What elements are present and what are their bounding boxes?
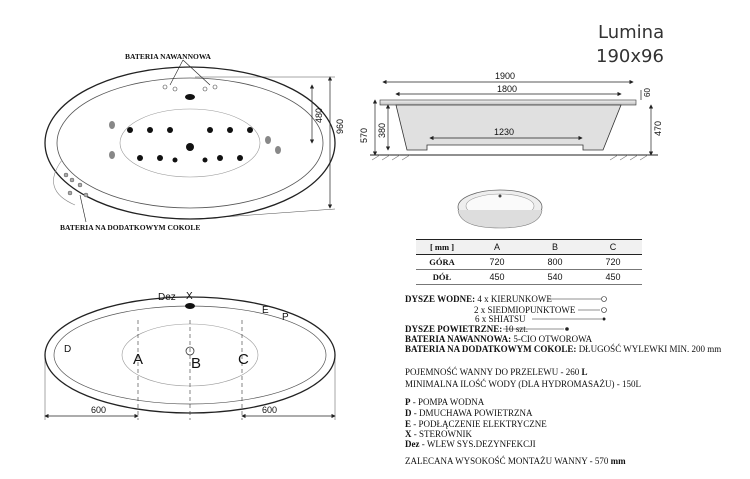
table-cell: 800 [526, 254, 584, 270]
spec-key: DYSZE POWIETRZNE: [405, 324, 503, 334]
top-view-dimensions [194, 76, 336, 220]
table-row-label: GÓRA [416, 254, 468, 270]
legend-key: E [405, 419, 412, 429]
legend-dez: Dez - WLEW SYS.DEZYNFEKCJI [405, 440, 536, 449]
bottom-view-dimensions [44, 355, 336, 420]
legend-key: P [405, 397, 411, 407]
plinth-faucet [63, 172, 89, 198]
table-header-cell: [ mm ] [416, 239, 468, 255]
table-cell: 540 [526, 269, 584, 285]
label-d: D [64, 344, 72, 355]
top-view-bath [44, 59, 336, 223]
table-cell: 450 [468, 269, 526, 285]
dim-width-inner: 480 [314, 107, 324, 123]
spec-faucet: BATERIA NAWANNOWA: 5-CIO OTWOROWA [405, 335, 592, 344]
legend-e: E - PODŁĄCZENIE ELEKTRYCZNE [405, 420, 547, 429]
drain-bottom [185, 303, 195, 309]
legend-d: D - DMUCHAWA POWIETRZNA [405, 409, 533, 418]
dim-height-right: 470 [653, 120, 663, 136]
spec-value: 5-CIO OTWOROWA [513, 334, 593, 344]
spec-mount-height: ZALECANA WYSOKOŚĆ MONTAŻU WANNY - 570 mm [405, 457, 626, 466]
air-nozzles [127, 127, 253, 163]
table-row: DÓŁ 450 540 450 [416, 269, 642, 285]
dim-rim-height: 60 [643, 88, 652, 97]
label-dez: Dez [158, 292, 176, 303]
spec-mount-text: ZALECANA WYSOKOŚĆ MONTAŻU WANNY - 570 [405, 456, 609, 466]
floor-hatching [371, 154, 649, 161]
spec-capacity: POJEMNOŚĆ WANNY DO PRZELEWU - 260 L [405, 368, 588, 377]
spec-value: 10 szt. [504, 324, 529, 334]
table-header-cell: A [468, 239, 526, 255]
label-p: P [282, 312, 289, 323]
table-cell: 450 [584, 269, 642, 285]
table-row: GÓRA 720 800 720 [416, 254, 642, 270]
spec-capacity-unit: L [581, 367, 588, 377]
bottom-view-bath [44, 296, 336, 420]
legend-x: X - STEROWNIK [405, 430, 472, 439]
spec-value: DŁUGOŚĆ WYLEWKI MIN. 200 mm [578, 344, 722, 354]
dim-offset-left: 600 [91, 405, 107, 415]
label-b: B [191, 355, 202, 372]
dim-offset-right: 600 [262, 405, 278, 415]
legend-key: X [405, 429, 412, 439]
spec-mount-unit: mm [610, 456, 626, 466]
spec-min-water: MINIMALNA ILOŚĆ WODY (DLA HYDROMASAŻU) -… [405, 379, 641, 389]
dim-bottom-length: 1230 [494, 127, 515, 137]
table-header-cell: C [584, 239, 642, 255]
spec-key: DYSZE WODNE: [405, 294, 476, 304]
spec-air-nozzles: DYSZE POWIETRZNE: 10 szt. [405, 325, 528, 334]
label-c: C [238, 351, 249, 368]
legend-value: - DMUCHAWA POWIETRZNA [413, 408, 533, 418]
plinth-faucet-label: BATERIA NA DODATKOWYM COKOLE [60, 223, 201, 232]
legend-key: D [405, 408, 412, 418]
legend-value: - STEROWNIK [413, 429, 472, 439]
legend-p: P - POMPA WODNA [405, 398, 484, 407]
spec-plinth-faucet: BATERIA NA DODATKOWYM COKOLE: DŁUGOŚĆ WY… [405, 345, 721, 354]
dim-height-total: 570 [359, 127, 369, 143]
label-x: X [186, 291, 193, 302]
spec-value: 4 x KIERUNKOWE [477, 294, 552, 304]
spec-leader-lines [503, 296, 607, 331]
table-cell: 720 [584, 254, 642, 270]
spec-key: BATERIA NA DODATKOWYM COKOLE: [405, 344, 577, 354]
label-a: A [133, 351, 144, 368]
spec-capacity-text: POJEMNOŚĆ WANNY DO PRZELEWU - 260 [405, 367, 580, 377]
legend-value: - WLEW SYS.DEZYNFEKCJI [421, 439, 536, 449]
drain-top [185, 94, 195, 100]
legend-key: Dez [405, 439, 420, 449]
faucet-holes [162, 84, 218, 92]
side-view-dimensions [372, 79, 654, 156]
spec-key: BATERIA NAWANNOWA: [405, 334, 512, 344]
faucet-label: BATERIA NAWANNOWA [125, 52, 211, 61]
dimension-table: [ mm ] A B C GÓRA 720 800 720 DÓŁ 450 54… [416, 239, 642, 285]
table-header-row: [ mm ] A B C [416, 239, 642, 255]
directional-nozzles [109, 121, 281, 159]
spec-water-nozzles-3: 6 x SHIATSU [475, 314, 526, 324]
table-row-label: DÓŁ [416, 269, 468, 285]
spec-water-nozzles: DYSZE WODNE: 4 x KIERUNKOWE [405, 295, 552, 304]
table-cell: 720 [468, 254, 526, 270]
product-title: Lumina [598, 22, 665, 43]
dim-width-outer: 960 [335, 118, 345, 134]
table-header-cell: B [526, 239, 584, 255]
bath-render-thumbnail [457, 189, 543, 229]
dim-length-inner: 1800 [497, 84, 518, 94]
label-e: E [262, 305, 269, 316]
product-size: 190x96 [596, 46, 664, 67]
dim-height-left: 380 [377, 122, 387, 138]
dim-length-outer: 1900 [495, 71, 516, 81]
legend-value: - PODŁĄCZENIE ELEKTRYCZNE [413, 419, 547, 429]
legend-value: - POMPA WODNA [412, 397, 485, 407]
spec-water-nozzles-2: 2 x SIEDMIOPUNKTOWE [474, 305, 576, 315]
